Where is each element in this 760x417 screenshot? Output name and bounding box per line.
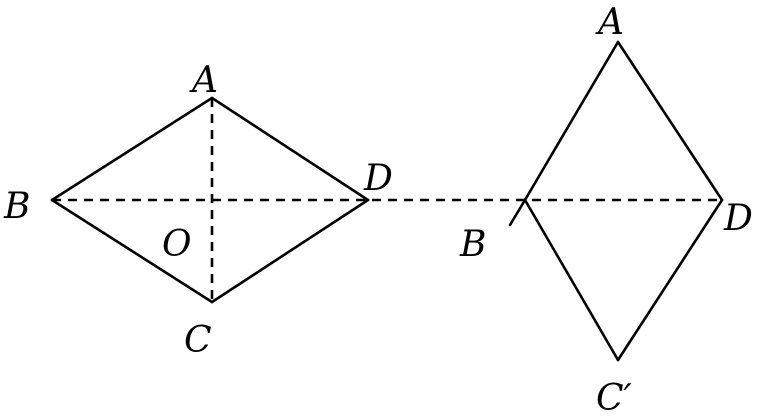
label-C-left: C	[184, 320, 212, 361]
label-B-right: B	[459, 224, 486, 265]
segment-BA-right	[523, 40, 620, 202]
segment-BA	[50, 96, 214, 202]
segment-AD-right	[616, 40, 724, 202]
label-A-left: A	[189, 60, 218, 101]
segment-CB	[50, 198, 214, 304]
left-rhombus	[50, 96, 370, 304]
label-O-left: O	[162, 224, 192, 265]
label-C-prime-right: C′	[596, 378, 632, 417]
segment-AD	[210, 96, 370, 202]
label-D-left: D	[363, 158, 393, 199]
label-A-right: A	[595, 2, 624, 43]
segment-DC	[210, 198, 370, 304]
segment-extension-B	[508, 198, 527, 227]
label-B-left: B	[3, 186, 30, 227]
segment-DC-right	[616, 198, 724, 362]
label-D-right: D	[723, 198, 753, 239]
right-rhombus	[508, 40, 724, 362]
segment-CB-right	[523, 198, 620, 362]
